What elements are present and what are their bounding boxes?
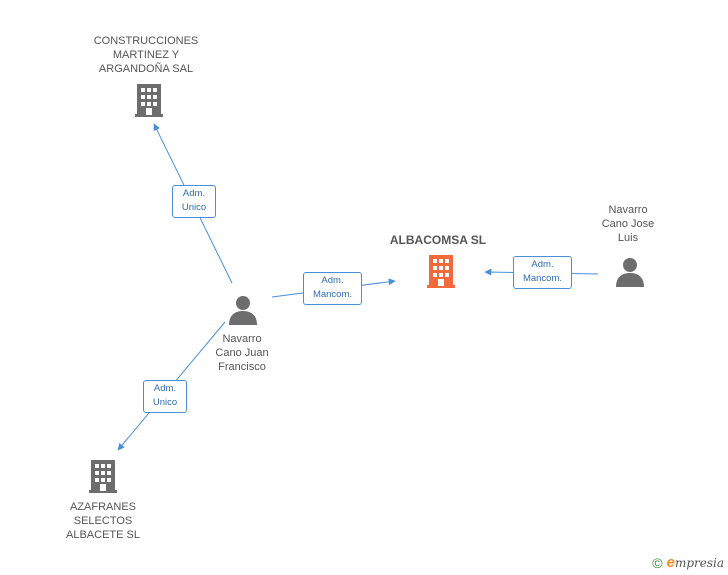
person-icon xyxy=(616,258,644,287)
brand-logo-e: e xyxy=(666,554,675,571)
edge-label-adm-unico: Adm. Unico xyxy=(172,185,216,218)
building-icon xyxy=(89,460,117,493)
main-building-icon xyxy=(427,255,455,288)
node-label-albacomsa[interactable]: ALBACOMSA SL xyxy=(389,233,487,247)
brand-footer: © e mpresia xyxy=(652,554,724,571)
edge-label-adm-mancom: Adm. Mancom. xyxy=(513,256,572,289)
node-label-navarro-jose[interactable]: Navarro Cano Jose Luis xyxy=(601,204,655,244)
node-label-construcciones[interactable]: CONSTRUCCIONES MARTINEZ Y ARGANDOÑA SAL xyxy=(93,35,199,75)
person-icon xyxy=(229,296,257,325)
node-label-navarro-juan[interactable]: Navarro Cano Juan Francisco xyxy=(215,333,269,373)
edge-label-adm-unico: Adm. Unico xyxy=(143,380,187,413)
copyright-symbol: © xyxy=(652,554,663,571)
edge-label-adm-mancom: Adm. Mancom. xyxy=(303,272,362,305)
node-label-azafranes[interactable]: AZAFRANES SELECTOS ALBACETE SL xyxy=(66,501,140,541)
building-icon xyxy=(135,84,163,117)
brand-logo-text: mpresia xyxy=(674,555,724,570)
